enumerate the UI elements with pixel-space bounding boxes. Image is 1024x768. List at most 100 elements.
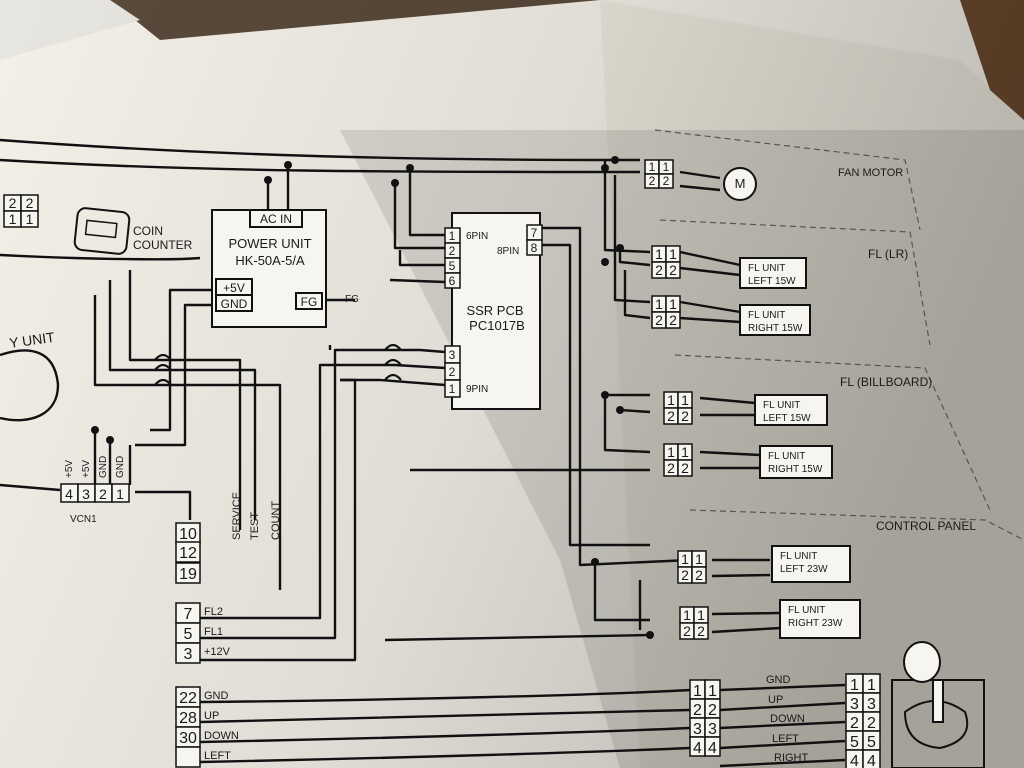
fl-connector-3-pin: 2 — [681, 460, 689, 476]
vcn1-name: VCN1 — [70, 514, 97, 525]
joystick-connector-cell — [862, 749, 881, 768]
joystick-connector-pin: 3 — [850, 696, 859, 713]
fan-motor-connector-pin: 2 — [663, 174, 670, 188]
fl-connector-2-pin: 2 — [667, 408, 675, 424]
control-left-connector-pin: 4 — [708, 740, 717, 757]
wire-crossovers — [154, 343, 402, 386]
joystick-connector-pin: 5 — [867, 734, 876, 751]
section-labels: FL (LR)FL (BILLBOARD)CONTROL PANEL — [840, 247, 976, 533]
fl-unit-name-2: FL UNIT — [763, 400, 800, 411]
harness-label: GND — [204, 690, 229, 702]
left-edge-connector-pin: 2 — [9, 195, 17, 211]
fl-unit-spec-4: LEFT 23W — [780, 564, 828, 575]
joystick-connector-pin: 2 — [867, 715, 876, 732]
ssr-pcb-box — [451, 212, 541, 410]
harness-pin: 22 — [179, 690, 197, 707]
fl-connector-0-pin: 2 — [655, 262, 663, 278]
joystick-connector-pin: 4 — [850, 753, 859, 768]
harness-pin: 3 — [184, 646, 193, 663]
fan-motor-connector-pin: 2 — [649, 174, 656, 188]
fl-connector-3-pin: 1 — [667, 444, 675, 460]
ssr-8pin-pin: 8 — [531, 241, 538, 255]
fl-connector-1-cell — [665, 311, 681, 329]
left-edge-connector-pin: 2 — [26, 195, 34, 211]
fl-connector-2-pin: 2 — [681, 408, 689, 424]
control-left-connector-pin: 3 — [708, 721, 717, 738]
ssr-6pin-pin: 6 — [449, 274, 456, 288]
left-edge-connector-pin: 1 — [9, 211, 17, 227]
ssr-6pin-pin: 1 — [449, 229, 456, 243]
control-left-connector-pin: 2 — [708, 702, 717, 719]
fl-connector-5-pin: 1 — [697, 607, 705, 623]
fl-connector-5-cell — [693, 622, 709, 640]
harness-pin: 28 — [179, 710, 197, 727]
fl-unit-name-5: FL UNIT — [788, 605, 825, 616]
ssr-8pin-label: 8PIN — [497, 246, 519, 257]
harness-label: DOWN — [204, 730, 239, 742]
harness-label: SERVICE — [231, 492, 243, 540]
power-unit-model: HK-50A-5/A — [235, 253, 305, 268]
harness-cell — [175, 562, 201, 584]
ac-in-label: AC IN — [260, 212, 292, 226]
ssr-9pin-cell — [444, 379, 461, 398]
control-left-connector-pin: 2 — [693, 702, 702, 719]
fl-unit-spec-0: LEFT 15W — [748, 276, 796, 287]
joystick-connector-pin: 5 — [850, 734, 859, 751]
fan-motor-connector-pin: 1 — [663, 160, 670, 174]
vcn1-pin: 1 — [116, 486, 124, 502]
fl-unit-box-0 — [739, 257, 807, 289]
monitor-outline — [0, 349, 60, 422]
fl-unit-spec-2: LEFT 15W — [763, 413, 811, 424]
fl-connector-1-pin: 1 — [655, 296, 663, 312]
harness-label: UP — [204, 710, 219, 722]
ssr-6pin-pin: 2 — [449, 244, 456, 258]
control-wire-label: UP — [768, 694, 783, 706]
vcn1-pin: 3 — [82, 486, 90, 502]
section-boundaries — [654, 129, 1024, 541]
fl-connector-3-pin: 2 — [667, 460, 675, 476]
fg-wire-label: FG — [345, 294, 359, 305]
fl-connector-4-pin: 1 — [695, 551, 703, 567]
ssr-9pin-pin: 2 — [449, 365, 456, 379]
ssr-8pin-cell — [526, 239, 543, 256]
ssr-8pin-pin: 7 — [531, 226, 538, 240]
harness-cell — [175, 541, 201, 563]
ssr-6pin-label: 6PIN — [466, 231, 488, 242]
harness-pin: 19 — [179, 566, 197, 583]
fan-motor-connector-cell — [658, 173, 674, 189]
fl-unit-spec-1: RIGHT 15W — [748, 323, 803, 334]
section-label-fan-motor: FAN MOTOR — [838, 167, 903, 179]
power-unit-title: POWER UNIT — [228, 236, 311, 251]
display-unit: Y UNIT — [0, 329, 60, 422]
joystick-shaft — [932, 679, 944, 723]
control-left-connector-pin: 4 — [693, 740, 702, 757]
ssr-6pin-pin: 5 — [449, 259, 456, 273]
fl-connector-1-pin: 2 — [669, 312, 677, 328]
control-left-connector-cell — [704, 736, 721, 757]
fl-unit-name-0: FL UNIT — [748, 263, 785, 274]
fl-connector-2-pin: 1 — [681, 392, 689, 408]
harness-pin: 5 — [184, 626, 193, 643]
plus5v-label: +5V — [223, 281, 245, 295]
fl-unit-box-4 — [771, 545, 851, 583]
vcn1-pin-label: +5V — [64, 460, 75, 478]
control-left-connector-pin: 1 — [708, 683, 717, 700]
fl-unit-box-1 — [739, 304, 811, 336]
fl-connector-1-pin: 1 — [669, 296, 677, 312]
left-edge-connector-cell — [20, 210, 39, 228]
joystick — [891, 641, 985, 768]
section-label-fl-lr: FL (LR) — [868, 247, 908, 261]
fan-motor-symbol — [723, 167, 757, 201]
vcn1-pin: 2 — [99, 486, 107, 502]
gnd-pin — [215, 294, 253, 312]
coin-counter-label-2: COUNTER — [133, 238, 193, 252]
fl-connector-0-pin: 2 — [669, 262, 677, 278]
